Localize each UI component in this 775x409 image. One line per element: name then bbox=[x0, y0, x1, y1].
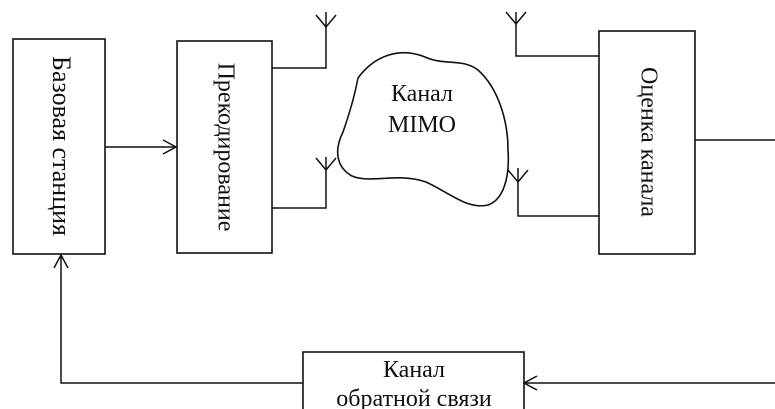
connections bbox=[53, 12, 775, 391]
channel-estimation-block: Оценка канала bbox=[598, 30, 696, 255]
arrowhead-base-to-precoding bbox=[162, 139, 178, 155]
line-precoding-to-tx-antenna-bottom bbox=[272, 157, 327, 209]
mimo-channel-label-line2: MIMO bbox=[388, 112, 456, 138]
mimo-channel-label-line1: Канал bbox=[391, 81, 453, 107]
line-precoding-to-tx-antenna-top bbox=[272, 12, 327, 69]
antennas bbox=[315, 11, 529, 184]
precoding-block: Прекодирование bbox=[176, 40, 273, 254]
precoding-label: Прекодирование bbox=[212, 63, 238, 232]
tx-antenna-bottom-icon bbox=[315, 157, 337, 172]
base-station-block: Базовая станция bbox=[12, 38, 106, 255]
line-rx-antenna-top-to-estimation bbox=[515, 12, 599, 57]
mimo-channel-cloud: Канал MIMO bbox=[336, 51, 510, 207]
feedback-channel-box bbox=[302, 351, 525, 409]
rx-antenna-top-icon bbox=[505, 11, 527, 26]
line-rx-antenna-bottom-to-estimation bbox=[517, 168, 599, 217]
channel-estimation-label: Оценка канала bbox=[635, 67, 661, 217]
mimo-cloud-shape bbox=[336, 51, 510, 207]
feedback-channel-block: Канал обратной связи bbox=[302, 351, 525, 409]
feedback-channel-label-line1: Канал bbox=[383, 357, 445, 383]
arrowhead-into-base-station bbox=[53, 253, 69, 269]
base-station-label: Базовая станция bbox=[47, 56, 76, 236]
rx-antenna-bottom-icon bbox=[507, 169, 529, 184]
channel-estimation-box bbox=[598, 30, 696, 255]
feedback-channel-label-line2: обратной связи bbox=[336, 386, 492, 409]
tx-antenna-top-icon bbox=[315, 14, 337, 29]
arrowhead-into-feedback bbox=[522, 375, 538, 391]
line-feedback-to-base bbox=[60, 255, 303, 384]
